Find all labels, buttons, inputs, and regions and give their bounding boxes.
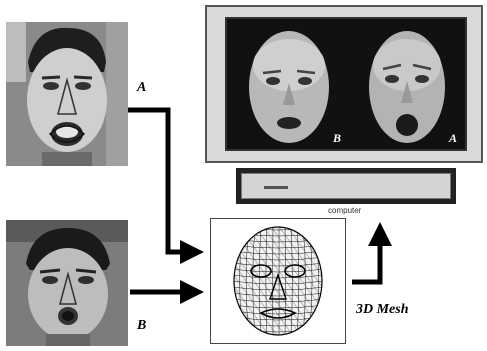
- arrow-a-to-mesh: [128, 110, 182, 252]
- arrow-a-head: [180, 240, 204, 264]
- arrow-up-head: [368, 222, 392, 246]
- arrow-mesh-to-computer: [352, 244, 380, 282]
- arrow-b-head: [180, 280, 204, 304]
